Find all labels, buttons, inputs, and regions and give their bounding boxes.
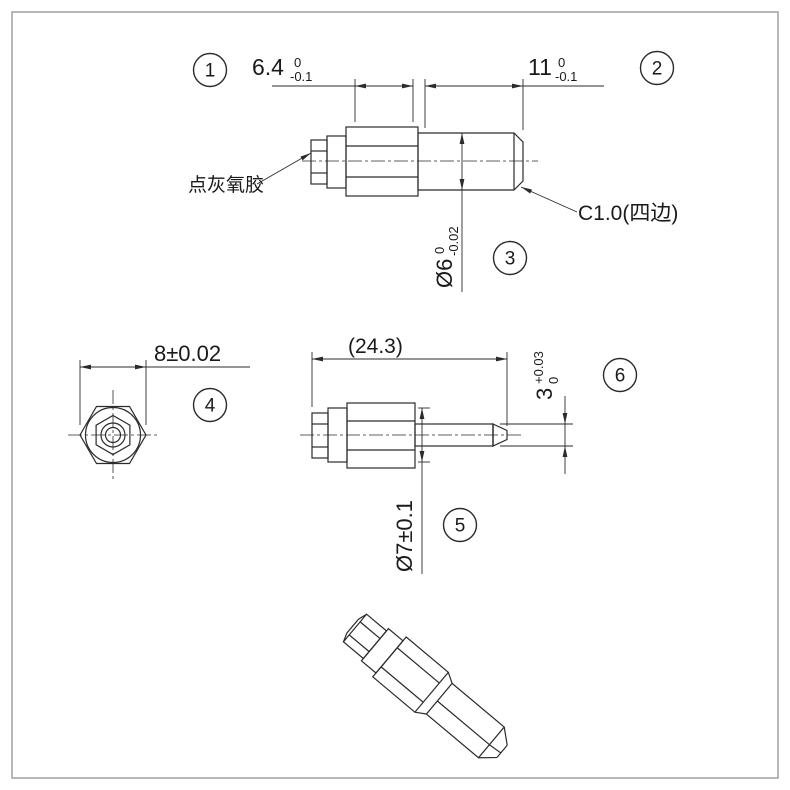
balloon-4: 4 <box>192 387 228 423</box>
arrowhead <box>512 83 523 89</box>
side-view-2: (24.3) 3 +0.03 0 Ø7±0.1 <box>300 335 573 574</box>
dim-overall-length: (24.3) <box>311 335 508 426</box>
balloon-number: 3 <box>505 249 516 270</box>
isometric-view <box>342 613 508 759</box>
dim-shaft-diameter-value: Ø6 <box>432 259 457 288</box>
balloon-6: 6 <box>602 357 638 393</box>
balloon-circle <box>192 52 228 88</box>
side-view-1: 6.4 0 -0.1 11 0 -0.1 Ø6 0 <box>188 54 678 292</box>
arrowhead <box>312 356 323 362</box>
shaft-body <box>425 682 506 759</box>
arrowhead <box>459 133 465 144</box>
arrowhead <box>562 413 568 424</box>
balloon-circle <box>602 357 638 393</box>
facet-line <box>396 647 440 684</box>
dim-overall-length-value: (24.3) <box>348 335 403 358</box>
dim-shaft-length: 11 0 -0.1 <box>424 54 604 130</box>
arrowhead <box>419 408 425 419</box>
balloon-number: 5 <box>455 516 466 537</box>
dim-across-flats: 8±0.02 <box>79 341 250 425</box>
chamfer-note-text: C1.0(四边) <box>578 202 678 225</box>
arrowhead <box>521 187 532 194</box>
dim-shaft-length-tol-upper: 0 <box>558 55 565 70</box>
tip-edge <box>489 744 502 754</box>
arrowhead <box>135 364 146 370</box>
glue-note-text: 点灰氧胶 <box>188 174 264 196</box>
dim-shaft-diameter: Ø6 0 -0.02 <box>432 133 465 292</box>
tip-end-face <box>496 744 508 758</box>
dim-hex-length: 6.4 0 -0.1 <box>252 54 414 122</box>
sheet-border <box>11 11 779 779</box>
arrowhead <box>402 83 413 89</box>
end-view: 8±0.02 <box>68 341 250 480</box>
hex-body <box>371 636 450 714</box>
across-flats-circle <box>84 406 142 464</box>
dim-across-flats-value: 8±0.02 <box>154 341 221 366</box>
inner-bore-circle <box>104 426 122 444</box>
dim-tip-diameter: 3 +0.03 0 <box>500 351 573 474</box>
arrowhead <box>419 451 425 462</box>
shaft-outline <box>417 132 524 191</box>
facet-line <box>348 634 370 653</box>
glue-note: 点灰氧胶 <box>188 152 312 196</box>
dim-shaft-diameter-tol-upper: 0 <box>432 247 447 254</box>
balloon-number: 1 <box>205 61 216 82</box>
dim-shaft-length-tol-lower: -0.1 <box>555 69 577 84</box>
dim-hex-length-tol-lower: -0.1 <box>290 69 312 84</box>
balloon-number: 4 <box>205 396 216 417</box>
inner-hex-outline <box>95 414 131 456</box>
cap-body <box>342 613 388 660</box>
arrowhead <box>425 83 436 89</box>
dim-body-diameter: Ø7±0.1 <box>392 407 430 574</box>
front-nut-outline <box>311 412 329 459</box>
arrowhead <box>459 179 465 190</box>
dim-shaft-diameter-tol-lower: -0.02 <box>446 226 461 256</box>
dim-shaft-length-value: 11 <box>528 54 552 80</box>
outer-hex-outline <box>79 405 147 465</box>
balloon-5: 5 <box>442 507 478 543</box>
balloon-number: 2 <box>652 59 663 80</box>
cap-end-face <box>342 613 367 643</box>
dim-hex-length-tol-upper: 0 <box>294 55 301 70</box>
hex-body-outline <box>345 126 419 197</box>
balloon-circle <box>492 240 528 276</box>
arrowhead <box>562 446 568 457</box>
hex-body-outline <box>346 402 416 469</box>
front-nut-outline <box>310 139 328 185</box>
shaft-edge <box>436 700 490 746</box>
dim-body-diameter-value: Ø7±0.1 <box>392 500 417 572</box>
dim-tip-tol-upper: +0.03 <box>531 351 546 384</box>
dim-tip-tol-lower: 0 <box>546 377 561 384</box>
chamfer-note: C1.0(四边) <box>520 186 678 225</box>
arrowhead <box>80 364 91 370</box>
balloon-2: 2 <box>639 50 675 86</box>
balloon-circle <box>639 50 675 86</box>
cone-edge <box>414 711 427 715</box>
balloon-circle <box>192 387 228 423</box>
arrowhead <box>355 83 366 89</box>
dim-hex-length-value: 6.4 <box>252 54 284 80</box>
balloon-1: 1 <box>192 52 228 88</box>
cone-edge <box>447 672 453 684</box>
tip-chamfer-edge <box>478 756 497 759</box>
washer-outline <box>326 135 347 189</box>
facet-line <box>359 621 381 640</box>
arrowhead <box>496 356 507 362</box>
balloon-circle <box>442 507 478 543</box>
dim-tip-value: 3 <box>532 388 557 400</box>
bore-circle <box>100 422 126 448</box>
facet-line <box>380 666 424 703</box>
tip-chamfer-edge <box>503 726 508 746</box>
balloon-3: 3 <box>492 240 528 276</box>
balloon-number: 6 <box>615 366 626 387</box>
arrowhead <box>300 153 311 161</box>
